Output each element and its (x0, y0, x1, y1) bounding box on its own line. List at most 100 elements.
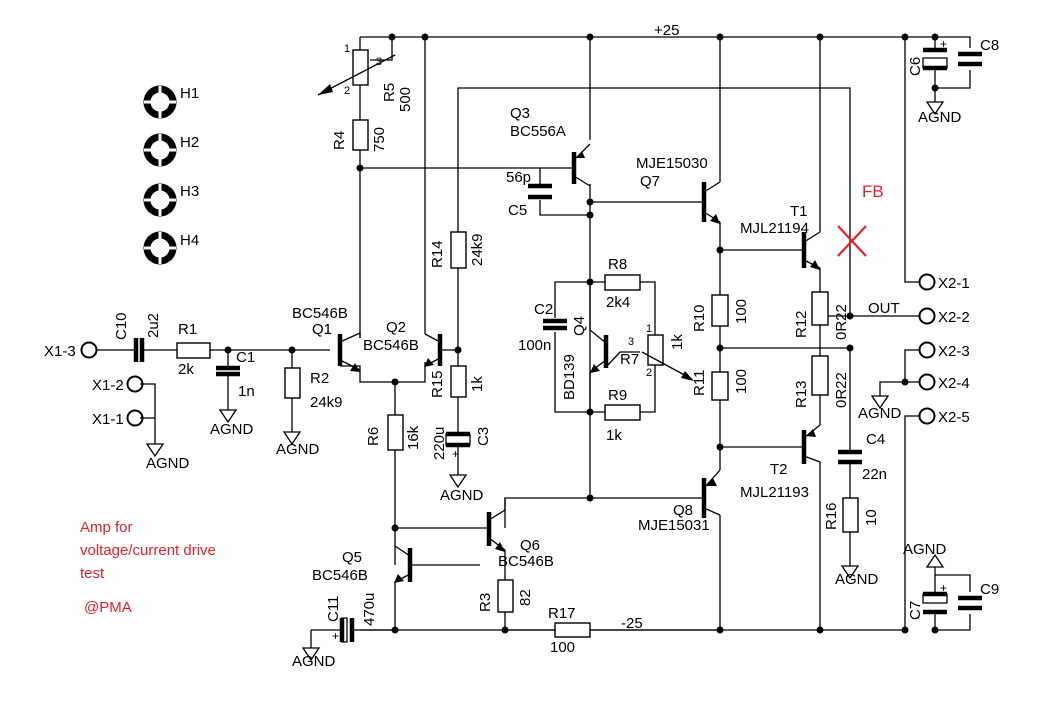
part-ref: C7 (907, 601, 924, 620)
gnd-label: AGND (918, 109, 962, 126)
transistor-q2 (424, 333, 443, 367)
part-ref: R11 (691, 370, 708, 396)
junction-dot (586, 494, 594, 502)
junction-dot (931, 626, 939, 634)
capacitor-c2 (543, 318, 567, 331)
junction-dot (901, 626, 909, 634)
ground-symbol (925, 101, 945, 116)
part-value: 22n (862, 466, 887, 483)
connector-x2-1 (918, 273, 936, 291)
resistor-r1 (176, 342, 211, 359)
connector-x1-2 (126, 375, 144, 393)
connector-x2-2 (918, 307, 936, 325)
junction-dot (846, 344, 854, 352)
note-line: voltage/current drive (80, 542, 216, 559)
junction-dot (816, 626, 824, 634)
hole-label: H3 (180, 183, 199, 200)
mounting-hole-h1 (143, 85, 177, 119)
junction-dot (388, 33, 396, 41)
junction-dot (586, 33, 594, 41)
part-value: BC546B (363, 337, 419, 354)
part-value: BC546B (292, 305, 348, 322)
part-value: 2k4 (606, 294, 630, 311)
connector-label: X2-5 (938, 409, 970, 426)
wires (97, 36, 971, 648)
resistor-r7 (647, 334, 664, 366)
ground-symbol (301, 647, 321, 662)
transistor-t1 (800, 231, 821, 270)
gnd-label: AGND (903, 541, 947, 558)
part-ref: C11 (325, 596, 342, 622)
junction-dot (931, 33, 939, 41)
part-ref: R7 (620, 351, 639, 368)
junction-dot (901, 33, 909, 41)
resistor-r15 (450, 365, 467, 398)
gnd-label: AGND (210, 421, 254, 438)
part-ref: Q3 (510, 105, 530, 122)
capacitor-c10 (133, 338, 145, 362)
part-value: 470u (361, 593, 378, 626)
polarity-plus: + (940, 581, 947, 595)
note-credit: @PMA (84, 599, 132, 616)
resistor-r13 (811, 355, 829, 396)
part-ref: T1 (790, 203, 808, 220)
part-ref: R8 (608, 256, 627, 273)
resistor-r2 (284, 367, 301, 399)
part-ref: C9 (980, 581, 999, 598)
part-value: 2u2 (145, 313, 162, 338)
part-ref: C10 (113, 312, 130, 340)
mounting-hole-h2 (143, 133, 177, 167)
grounds (145, 101, 945, 662)
transistor-q7 (700, 181, 721, 224)
resistors (176, 49, 859, 638)
resistor-r14 (450, 231, 467, 269)
capacitor-c3-body (445, 433, 471, 446)
part-value: 220u (431, 427, 448, 460)
junction-dot (586, 211, 594, 219)
part-value: 10 (863, 509, 880, 526)
pin-number: 2 (344, 85, 350, 97)
note-line: test (80, 565, 105, 582)
junction-dot (356, 164, 364, 172)
mounting-holes (143, 85, 177, 265)
part-value: 0R22 (833, 372, 850, 408)
pin-number: 3 (628, 336, 634, 348)
part-ref: R10 (691, 304, 708, 332)
polarity-plus: + (940, 37, 947, 51)
part-value: 100n (518, 337, 551, 354)
ground-symbol (218, 409, 238, 424)
part-value: 100 (733, 299, 750, 324)
part-value: 1k (669, 334, 686, 350)
part-ref: C1 (236, 349, 255, 366)
connector-label: X2-3 (938, 343, 970, 360)
ground-symbol (870, 395, 890, 410)
resistor-r12 (811, 291, 829, 326)
transistors (337, 143, 821, 583)
ground-symbol (840, 565, 860, 580)
capacitor-c1 (216, 365, 240, 377)
part-ref: R9 (608, 387, 627, 404)
part-ref: Q2 (386, 319, 406, 336)
part-value: 1k (606, 427, 622, 444)
connector-x2-3 (918, 341, 936, 359)
junction-dot (224, 346, 232, 354)
capacitor-c6 (923, 47, 947, 71)
part-value: 16k (405, 425, 422, 450)
part-value: 2k (178, 361, 194, 378)
mounting-hole-h3 (143, 183, 177, 217)
connector-label: X1-3 (44, 343, 76, 360)
part-value: BC546B (312, 567, 368, 584)
connector-label: X2-4 (938, 375, 970, 392)
junction-dot (391, 378, 399, 386)
ground-symbol (925, 553, 945, 568)
resistor-r5 (352, 49, 369, 86)
junction-dot (288, 346, 296, 354)
junction-dot (421, 33, 429, 41)
resistor-r10 (711, 294, 729, 327)
capacitor-c7-body (922, 593, 948, 604)
capacitors (133, 47, 982, 643)
part-ref: R2 (310, 370, 329, 387)
pin-number: 2 (646, 367, 652, 379)
capacitor-c11-body (341, 617, 348, 643)
